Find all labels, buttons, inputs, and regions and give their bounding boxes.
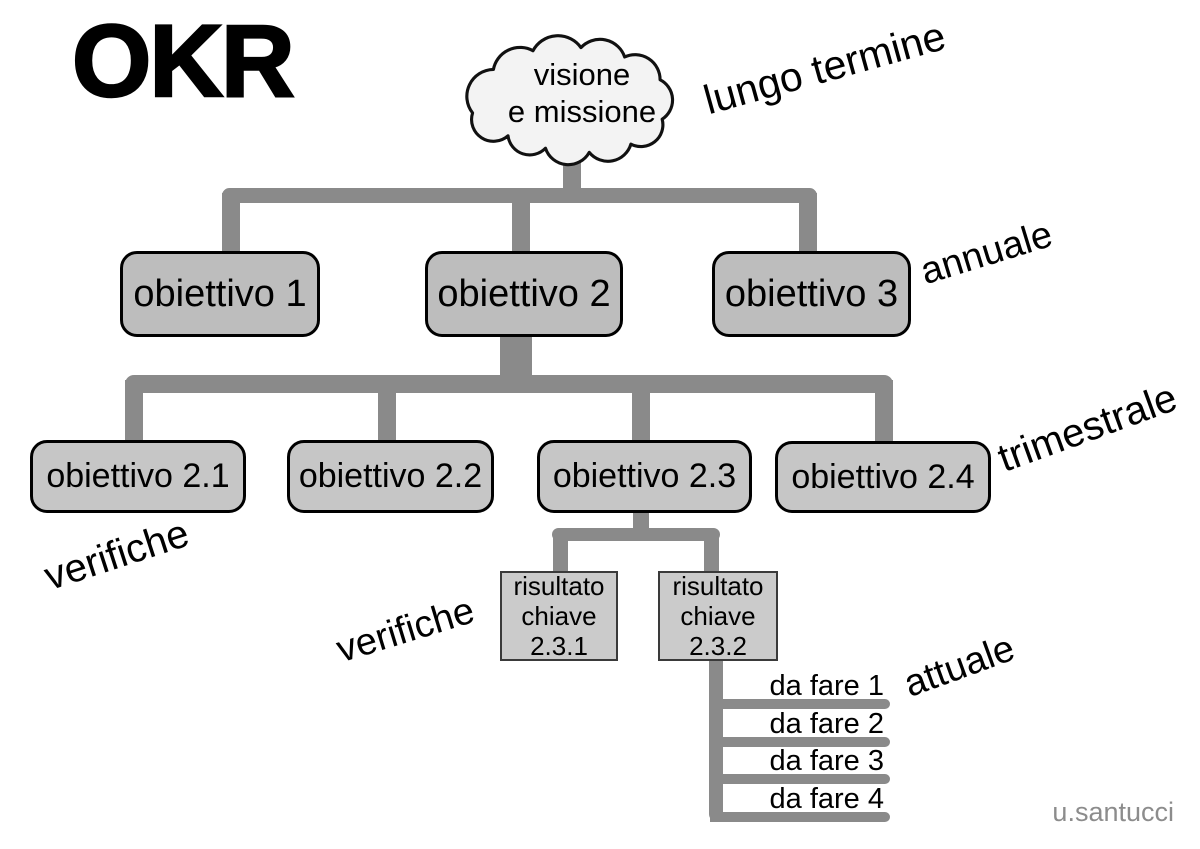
connector-l2-drop-1 xyxy=(125,380,143,441)
author-watermark: u.santucci xyxy=(1052,797,1174,827)
todo-item-3-label: da fare 3 xyxy=(769,745,884,777)
connector-l1-drop-1 xyxy=(222,193,240,253)
timeframe-annual-label: annuale xyxy=(915,213,1058,294)
objective-2-1-box: obiettivo 2.1 xyxy=(30,440,246,513)
connector-todo-line-3 xyxy=(710,774,890,784)
timeframe-quarterly-label: trimestrale xyxy=(992,375,1183,481)
key-result-2-3-2-box: risultato chiave 2.3.2 xyxy=(658,571,778,661)
connector-l2-drop-4 xyxy=(875,380,893,441)
connector-l2-drop-2 xyxy=(378,380,396,441)
objective-2-2-box: obiettivo 2.2 xyxy=(287,440,494,513)
connector-kr-bar xyxy=(552,528,720,541)
connector-todo-line-2 xyxy=(710,737,890,747)
timeframe-long-term-label: lungo termine xyxy=(698,12,951,124)
mission-line: e missione xyxy=(507,94,657,130)
todo-item-4-label: da fare 4 xyxy=(769,783,884,815)
connector-todo-line-1 xyxy=(710,699,890,709)
connector-l2-bar xyxy=(125,375,893,393)
objective-3-box: obiettivo 3 xyxy=(712,251,911,337)
connector-l2-trunk xyxy=(500,328,532,382)
connector-kr-drop-2 xyxy=(704,532,719,572)
connector-l2-drop-3 xyxy=(632,380,650,441)
objective-2-box: obiettivo 2 xyxy=(425,251,623,337)
timeframe-current-label: attuale xyxy=(898,627,1021,706)
connector-todo-line-4 xyxy=(710,812,890,822)
vision-cloud-shape xyxy=(465,34,675,167)
todo-item-2-label: da fare 2 xyxy=(769,708,884,740)
objective-2-3-box: obiettivo 2.3 xyxy=(537,440,752,513)
connector-l1-drop-3 xyxy=(799,193,817,253)
objective-2-4-box: obiettivo 2.4 xyxy=(775,441,991,513)
key-result-2-3-1-box: risultato chiave 2.3.1 xyxy=(500,571,618,661)
vision-line: visione xyxy=(533,57,631,92)
checks-left-label: verifiche xyxy=(39,511,195,599)
connector-kr-drop-1 xyxy=(553,532,568,572)
vision-mission-label: visione e missione xyxy=(468,56,696,130)
objective-1-box: obiettivo 1 xyxy=(120,251,320,337)
checks-mid-label: verifiche xyxy=(331,589,480,672)
todo-item-1-label: da fare 1 xyxy=(769,670,884,702)
diagram-title: OKR xyxy=(71,4,296,118)
connector-l1-drop-2 xyxy=(512,193,530,253)
